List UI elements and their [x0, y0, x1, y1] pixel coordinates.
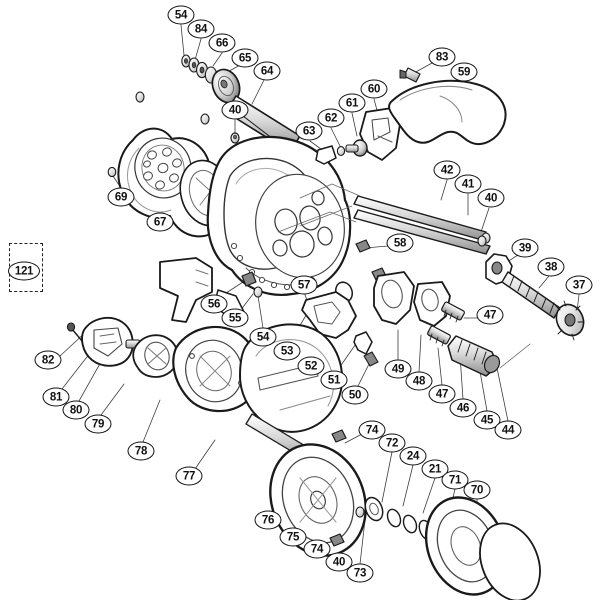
part-group-thumb-bar [388, 67, 507, 145]
callout-c54b[interactable]: 54 [249, 327, 277, 347]
callout-c45[interactable]: 45 [473, 410, 501, 430]
callout-c77[interactable]: 77 [175, 466, 203, 486]
callout-c55[interactable]: 55 [221, 308, 249, 328]
callout-c40b[interactable]: 40 [477, 188, 505, 208]
leader-line-21 [422, 477, 436, 514]
callout-c83[interactable]: 83 [428, 47, 456, 67]
callout-c66[interactable]: 66 [208, 33, 236, 53]
leader-line-74 [344, 433, 363, 444]
callout-c46[interactable]: 46 [449, 398, 477, 418]
leader-line-84 [194, 38, 202, 61]
callout-c41[interactable]: 41 [454, 174, 482, 194]
part-group-drag-levers [241, 271, 451, 367]
callout-c64[interactable]: 64 [253, 61, 281, 81]
leader-line-72 [381, 451, 393, 503]
callout-c54a[interactable]: 54 [167, 5, 195, 25]
callout-c53[interactable]: 53 [273, 341, 301, 361]
leader-line-40 [480, 207, 490, 233]
callout-c40a[interactable]: 40 [221, 100, 249, 120]
leader-line-64 [251, 79, 265, 105]
callout-c82[interactable]: 82 [34, 350, 62, 370]
part-group-support-bars [277, 183, 491, 255]
callout-c60[interactable]: 60 [360, 79, 388, 99]
callout-c47b[interactable]: 47 [428, 384, 456, 404]
callout-c58[interactable]: 58 [386, 233, 414, 253]
callout-c71[interactable]: 71 [441, 470, 469, 490]
callout-c70[interactable]: 70 [463, 480, 491, 500]
leader-line-24 [402, 464, 414, 507]
callout-c67[interactable]: 67 [146, 212, 174, 232]
part-group-pinion-stack [427, 301, 531, 377]
callout-c50[interactable]: 50 [341, 385, 369, 405]
callout-c42[interactable]: 42 [433, 160, 461, 180]
callout-c76[interactable]: 76 [254, 510, 282, 530]
callout-c51[interactable]: 51 [320, 370, 348, 390]
leader-line-54 [180, 24, 185, 56]
callout-c48[interactable]: 48 [405, 371, 433, 391]
callout-c84[interactable]: 84 [187, 19, 215, 39]
leader-line-78 [142, 399, 161, 443]
callout-c73[interactable]: 73 [346, 563, 374, 583]
part-group-spool-plate [172, 325, 260, 413]
leader-line-79 [100, 383, 125, 416]
callout-c56[interactable]: 56 [200, 294, 228, 314]
callout-c38[interactable]: 38 [537, 257, 565, 277]
part-group-star-drag [66, 316, 179, 378]
leader-line-48 [418, 334, 422, 373]
part-group-worm-shaft [485, 253, 585, 341]
callout-c63[interactable]: 63 [295, 121, 323, 141]
callout-c65[interactable]: 65 [231, 48, 259, 68]
part-group-click-lever [315, 107, 401, 165]
leader-line-77 [194, 439, 216, 470]
leader-line-66 [212, 52, 223, 67]
callout-c121[interactable]: 121 [8, 261, 40, 281]
callout-c52[interactable]: 52 [297, 356, 325, 376]
callout-c62[interactable]: 62 [317, 108, 345, 128]
callout-c44[interactable]: 44 [494, 420, 522, 440]
leader-line-38 [538, 275, 550, 289]
leader-line-62 [330, 127, 341, 147]
callout-c57[interactable]: 57 [290, 275, 318, 295]
callout-c47a[interactable]: 47 [476, 305, 504, 325]
callout-c72[interactable]: 72 [378, 433, 406, 453]
leader-line-44 [496, 367, 509, 422]
leader-line-83 [413, 62, 433, 74]
callout-c37[interactable]: 37 [565, 275, 593, 295]
callout-c21[interactable]: 21 [421, 459, 449, 479]
callout-c74b[interactable]: 74 [358, 420, 386, 440]
leader-line-54 [257, 295, 264, 329]
callout-c78[interactable]: 78 [127, 441, 155, 461]
callout-c75[interactable]: 75 [279, 527, 307, 547]
leader-line-42 [440, 179, 448, 201]
callout-c49[interactable]: 49 [384, 359, 412, 379]
callout-c74a[interactable]: 74 [303, 539, 331, 559]
callout-c79[interactable]: 79 [84, 414, 112, 434]
callout-c24[interactable]: 24 [399, 446, 427, 466]
callout-c61[interactable]: 61 [338, 93, 366, 113]
part-group-spool [269, 429, 541, 600]
callout-c59[interactable]: 59 [450, 62, 478, 82]
callout-c80[interactable]: 80 [62, 400, 90, 420]
callout-c69[interactable]: 69 [107, 187, 135, 207]
callout-c40c[interactable]: 40 [325, 552, 353, 572]
callout-c81[interactable]: 81 [42, 387, 70, 407]
callout-c39[interactable]: 39 [511, 238, 539, 258]
leader-line-80 [78, 359, 103, 402]
leader-line-47 [437, 347, 443, 386]
leader-line-61 [351, 112, 358, 137]
